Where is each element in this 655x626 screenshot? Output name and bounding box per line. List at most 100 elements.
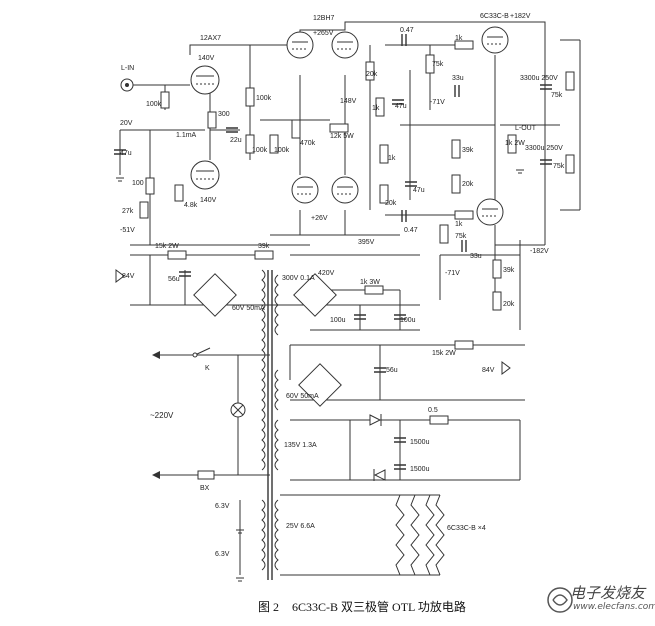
label-v84-left: 84V [122, 273, 135, 280]
power-transformer [261, 269, 279, 580]
label-c100u-a: 100u [330, 317, 346, 324]
label-r100k-a: 100k [256, 95, 272, 102]
label-r75k-side-bot: 75k [553, 163, 565, 170]
label-r100k-b: 100k [252, 147, 268, 154]
label-c1500-a: 1500u [410, 439, 430, 446]
label-r1k3w: 1k 3W [360, 279, 380, 286]
label-c1500-b: 1500u [410, 466, 430, 473]
label-v395: 395V [358, 239, 375, 246]
tube-12bh7-left [286, 31, 314, 59]
label-60v-top: 60V 50mA [232, 305, 265, 312]
label-c3300-bot: 3300u 250V [525, 145, 563, 152]
label-r100k-c: 100k [274, 147, 290, 154]
label-r1k-c: 1k [455, 35, 463, 42]
label-r300: 300 [218, 111, 230, 118]
capacitors [114, 34, 552, 470]
label-12bh7: 12BH7 [313, 15, 335, 22]
ground-symbols [116, 169, 524, 582]
heater-filaments-icon [395, 494, 445, 576]
label-6v3-b: 6.3V [215, 551, 230, 558]
label-r75k-top: 75k [432, 61, 444, 68]
label-1-1ma: 1.1mA [176, 132, 197, 139]
label-r15k2w-top: 15k 2W [155, 243, 179, 250]
label-r27k: 27k [122, 208, 134, 215]
tube-6c33c-top [481, 26, 509, 54]
label-r39k-mid: 39k [258, 243, 270, 250]
label-r75k-side-top: 75k [551, 92, 563, 99]
label-c56u-left: 56u [168, 276, 180, 283]
label-r1k-b: 1k [388, 155, 396, 162]
label-420v: 420V [318, 270, 335, 277]
input-jack-icon [120, 78, 134, 92]
label-c47u-left: 47u [120, 150, 132, 157]
label-v140-bot: 140V [200, 197, 217, 204]
label-v20: 20V [120, 120, 133, 127]
label-r39k-b: 39k [503, 267, 515, 274]
label-mains: ~220V [150, 411, 174, 420]
fuse-icon [197, 470, 215, 480]
figure-title: 6C33C-B 双三极管 OTL 功放电路 [292, 600, 466, 614]
label-r1k2w: 1k 2W [505, 140, 525, 147]
label-v84-right: 84V [482, 367, 495, 374]
watermark-name: 电子发烧友 [570, 584, 646, 602]
label-r20k-c: 20k [462, 181, 474, 188]
label-v-plus182: +182V [510, 13, 531, 20]
label-c33u-top: 33u [452, 75, 464, 82]
elecfans-logo-icon [547, 587, 573, 613]
watermark-logo: 电子发烧友 www.elecfans.com [545, 580, 655, 620]
resistors [139, 40, 575, 425]
label-r1k-d: 1k [455, 221, 463, 228]
label-r75k-bot: 75k [455, 233, 467, 240]
tube-12ax7-bottom [190, 160, 220, 190]
label-r100k-in: 100k [146, 101, 162, 108]
label-6v3-a: 6.3V [215, 503, 230, 510]
label-c047-bot: 0.47 [404, 227, 418, 234]
label-12ax7: 12AX7 [200, 35, 221, 42]
label-r470k: 470k [300, 140, 316, 147]
label-6c33c-top: 6C33C-B [480, 13, 509, 20]
label-l-in: L-IN [121, 65, 134, 72]
label-v148: 148V [340, 98, 357, 105]
label-r20k-a: 20k [366, 71, 378, 78]
label-fuse05: 0.5 [428, 407, 438, 414]
mains-arrows [152, 351, 160, 479]
label-r4k8: 4.8k [184, 202, 198, 209]
label-60v-bot: 60V 50mA [286, 393, 319, 400]
label-c47u-a: 47u [395, 103, 407, 110]
watermark-url: www.elecfans.com [573, 602, 655, 612]
tube-12ax7-top [190, 65, 220, 95]
label-v-minus51: -51V [120, 227, 135, 234]
label-heater: 6C33C-B ×4 [447, 525, 486, 532]
label-c047-top: 0.47 [400, 27, 414, 34]
label-v-minus71-bot: -71V [445, 270, 460, 277]
label-v140-top: 140V [198, 55, 215, 62]
label-v-minus71-top: -71V [430, 99, 445, 106]
label-r15k2w-bot: 15k 2W [432, 350, 456, 357]
labels: 12AX7 12BH7 6C33C-B +182V +265V 140V 148… [120, 13, 565, 558]
label-r20k-d: 20k [503, 301, 515, 308]
label-c33u-bot: 33u [470, 253, 482, 260]
label-switch-k: K [205, 365, 210, 372]
label-c100u-b: 100u [400, 317, 416, 324]
label-v-plus26: +26V [311, 215, 328, 222]
tube-6c33c-bottom [476, 198, 504, 226]
tube-driver-right [331, 176, 359, 204]
label-c22u: 22u [230, 137, 242, 144]
label-135v: 135V 1.3A [284, 442, 317, 449]
tube-12bh7-right [331, 31, 359, 59]
label-v-minus182: -182V [530, 248, 549, 255]
label-c47u-b: 47u [413, 187, 425, 194]
label-r100: 100 [132, 180, 144, 187]
label-300v: 300V 0.1A [282, 275, 315, 282]
label-bx: BX [200, 485, 210, 492]
indicator-lamp-icon [230, 402, 246, 418]
figure-caption: 图 2 6C33C-B 双三极管 OTL 功放电路 [258, 598, 476, 615]
label-r39k-a: 39k [462, 147, 474, 154]
bridge-rectifier-left [193, 273, 237, 317]
label-r1k-a: 1k [372, 105, 380, 112]
figure-number: 图 2 [258, 600, 280, 614]
label-25v: 25V 6.6A [286, 523, 315, 530]
label-v-plus265: +265V [313, 30, 334, 37]
diodes [115, 269, 511, 481]
